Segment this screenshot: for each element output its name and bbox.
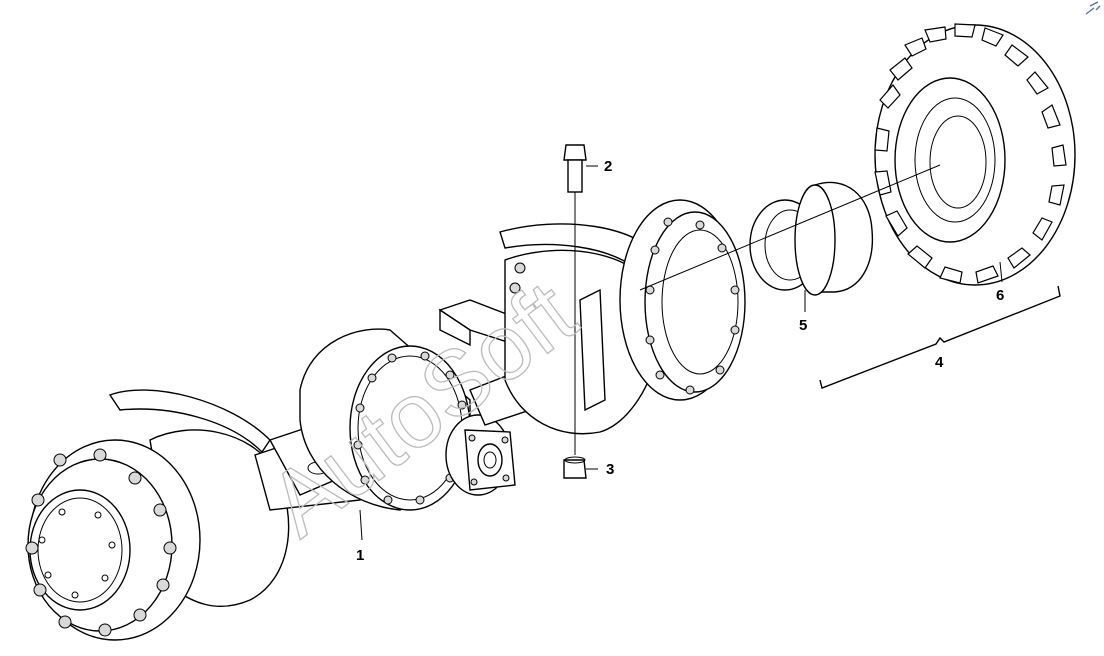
hub-bolts: [25, 448, 177, 637]
callout-3: 3: [606, 461, 614, 478]
callouts: 1 2 3 4 5 6: [356, 158, 1061, 564]
differential-housing: [299, 328, 516, 511]
rim-piece: [794, 181, 874, 296]
left-wheel-hub: [25, 389, 290, 641]
tire-tread: [874, 23, 1067, 284]
assembly-axis-line: [639, 164, 941, 291]
tire-part-6: [874, 23, 1076, 286]
callout-2: 2: [604, 158, 612, 175]
bolt-part-2: [563, 144, 587, 455]
hub-cap-holes: [38, 508, 116, 599]
callout-1: 1: [356, 547, 364, 564]
link-arrow-icon[interactable]: [1085, 1, 1101, 15]
brace-part-4: [819, 285, 1061, 389]
callout-5: 5: [799, 317, 807, 334]
right-wheel-hub: [619, 199, 746, 401]
nut-part-3: [563, 456, 587, 479]
callout-4: 4: [935, 354, 944, 371]
callout-6: 6: [996, 287, 1004, 304]
right-hub-bolts: [645, 217, 740, 395]
